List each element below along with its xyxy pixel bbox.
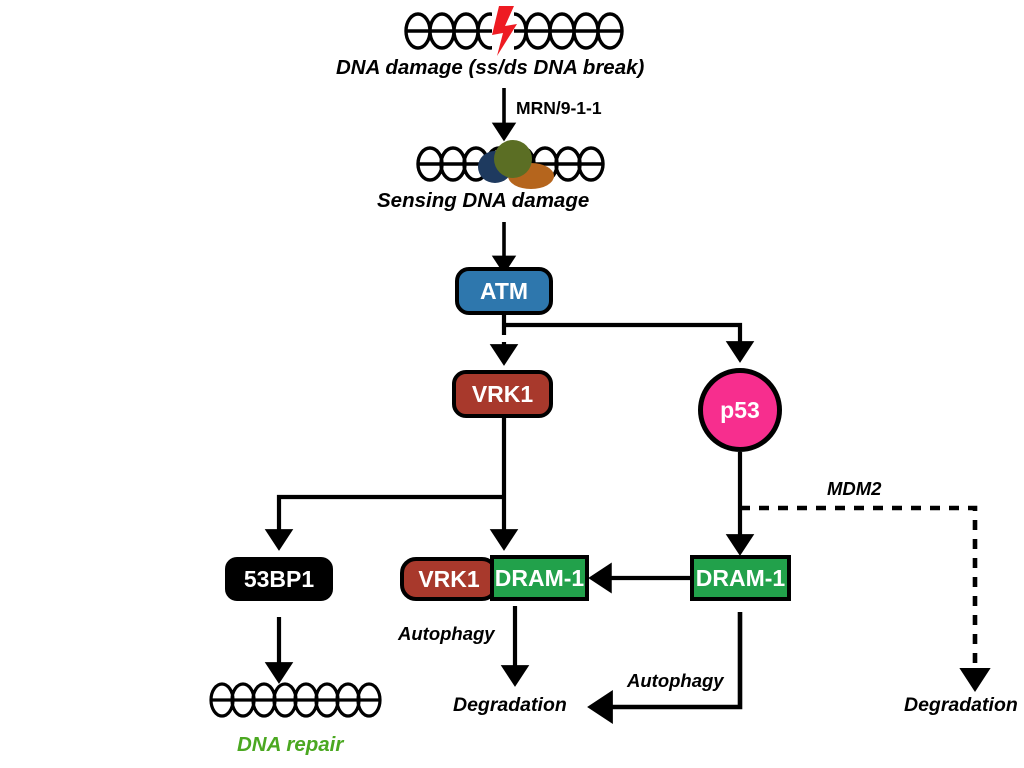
dna-helix-repaired <box>209 682 382 718</box>
damage-bolt-icon <box>492 6 517 56</box>
label-dna-repair: DNA repair <box>237 733 344 756</box>
dna-helix-sensing <box>416 140 605 189</box>
label-mrn: MRN/9-1-1 <box>516 98 602 118</box>
node-complex-vrk1-label: VRK1 <box>418 565 480 592</box>
edge-mdm2-degradation <box>740 505 991 692</box>
node-vrk1-label: VRK1 <box>471 380 534 407</box>
node-atm-label: ATM <box>479 277 529 304</box>
label-autophagy-left: Autophagy <box>398 623 495 644</box>
node-vrk1[interactable]: VRK1 <box>452 370 553 418</box>
node-p53-label: p53 <box>720 396 760 423</box>
node-complex-dram1-label: DRAM-1 <box>494 564 585 591</box>
node-53bp1-label: 53BP1 <box>243 565 315 592</box>
label-dna-damage: DNA damage (ss/ds DNA break) <box>336 56 645 79</box>
node-complex-dram1[interactable]: DRAM-1 <box>490 555 589 601</box>
edge-vrk1-to-53bp1 <box>264 494 504 551</box>
node-53bp1[interactable]: 53BP1 <box>225 557 333 601</box>
edge-atm-to-p53 <box>501 315 755 363</box>
node-dram1-label: DRAM-1 <box>695 564 786 591</box>
dna-helix-damaged <box>404 6 624 56</box>
label-sensing: Sensing DNA damage <box>377 189 590 212</box>
node-p53[interactable]: p53 <box>698 368 782 452</box>
node-dram1[interactable]: DRAM-1 <box>690 555 791 601</box>
label-autophagy-right: Autophagy <box>627 670 724 691</box>
node-atm[interactable]: ATM <box>455 267 553 315</box>
edge-dram1-to-degradation <box>587 612 743 725</box>
label-degradation-right: Degradation <box>904 694 1018 716</box>
label-mdm2: MDM2 <box>827 478 882 499</box>
node-complex-vrk1[interactable]: VRK1 <box>400 557 498 601</box>
label-degradation-center: Degradation <box>453 694 567 716</box>
sensor-protein-olive <box>494 140 532 178</box>
